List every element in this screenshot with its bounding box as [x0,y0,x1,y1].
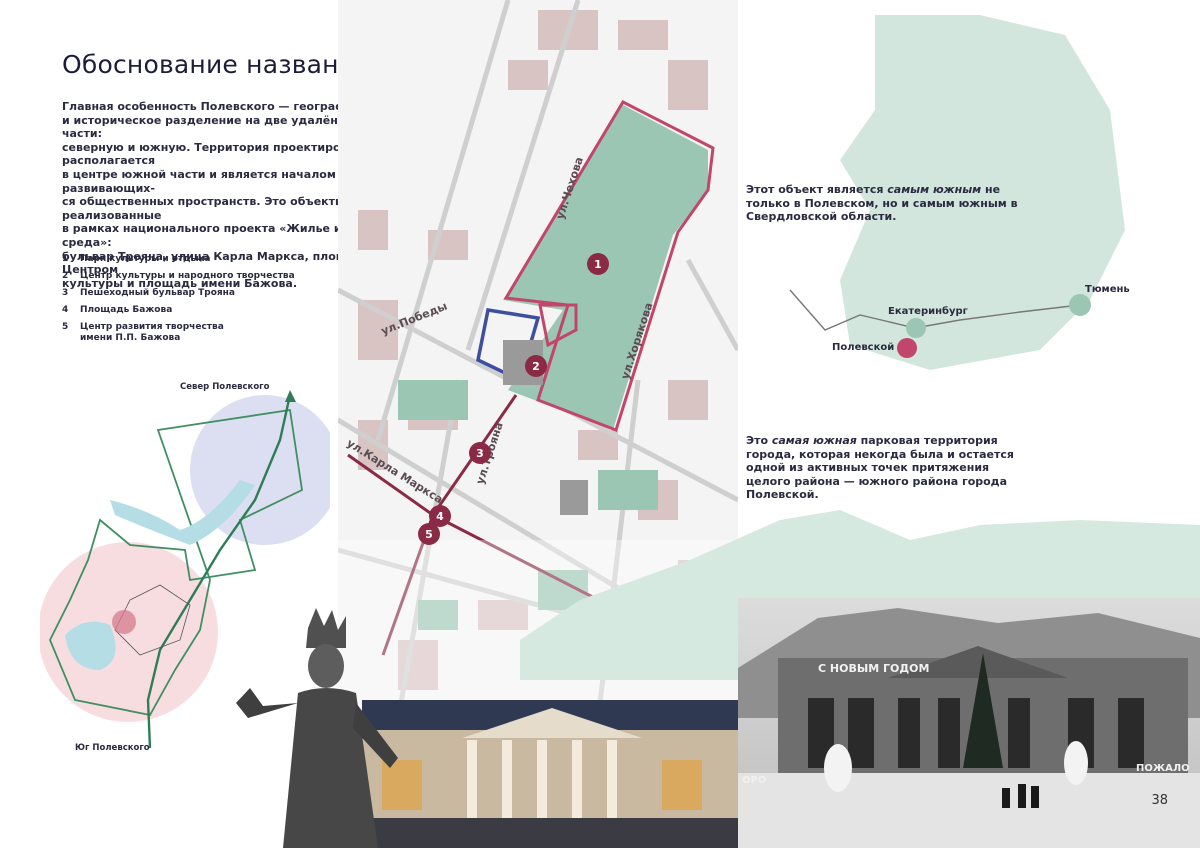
legend-item: 4 Площадь Бажова [62,305,295,316]
intro-line: ся общественных пространств. Это объекты… [62,195,375,222]
legend-item: 5 Центр развития творчества имени П.П. Ба… [62,322,295,344]
north-label: Север Полевского [180,382,270,392]
legend-num: 1 [62,254,69,264]
statue-crown [306,608,346,648]
photo-sign-left: ОРО [742,775,766,786]
city-overview-map [40,390,330,749]
lake [65,621,116,670]
legend-num: 5 [62,322,69,332]
south-label: Юг Полевского [75,743,150,753]
marker-1[interactable]: 1 [587,253,609,275]
ekaterinburg-dot [906,318,926,338]
statue-head [308,644,344,688]
park-text: Это самая южная парковая территория горо… [746,434,1016,502]
legend-num: 3 [62,288,69,298]
legend-item: 2 Центр культуры и народного творчества [62,271,295,282]
photo-sign-right: ПОЖАЛО [1136,763,1190,774]
legend-num: 2 [62,271,69,281]
polevskoy-label: Полевской [832,342,894,353]
svg-text:3: 3 [476,447,484,460]
photo-snow-figure [1064,741,1088,785]
statue-photo [236,608,398,848]
statue-arm [353,703,398,768]
svg-text:5: 5 [425,528,433,541]
legend: 1 Парк культуры и отдыха 2 Центр культуры … [62,254,295,350]
photo-lit-windows [382,760,702,810]
svg-text:4: 4 [436,510,444,523]
district-lines [114,584,191,656]
intro-line: в центре южной части и является началом … [62,167,394,195]
highway [146,394,292,749]
marker-4[interactable]: 4 [429,505,451,527]
statue-body [283,688,378,848]
intro-line: Главная особенность Полевского — географ… [62,100,398,113]
photo-sign: С НОВЫМ ГОДОМ [818,662,929,675]
legend-item: 3 Пешеходный бульвар Трояна [62,288,295,299]
arrow-north-icon [285,390,296,402]
oblast-shape [840,15,1125,370]
legend-label: Парк культуры и отдыха [80,254,211,264]
polevskoy-dot [897,338,917,358]
ekaterinburg-label: Екатеринбург [888,305,968,317]
marker-5[interactable]: 5 [418,523,440,545]
river [110,480,255,545]
legend-label: Пешеходный бульвар Трояна [80,288,235,298]
photo-snowman [824,744,852,792]
center-outline [538,303,578,348]
park-text-emphasis: самая южная [771,434,857,447]
park-outline [503,100,715,432]
page-number: 38 [1151,793,1168,808]
region-text: Этот объект является самым южным не толь… [746,183,1046,224]
legend-item: 1 Парк культуры и отдыха [62,254,295,265]
park-text-after: парковая территория города, которая неко… [746,434,1014,502]
legend-label: Центр развития творчества имени П.П. Баж… [80,322,224,343]
tyumen-dot [1069,294,1091,316]
region-text-emphasis: самым южным [887,183,982,196]
legend-num: 4 [62,305,69,315]
region-text-after: не только в Полевском, но и самым южным … [746,183,1018,224]
photo-roof [462,708,642,738]
intro-line: северную и южную. Территория проектирова… [62,140,378,168]
marker-2[interactable]: 2 [525,355,547,377]
region-text-before: Этот объект является [746,183,888,196]
intro-line: культуры и площадь имени Бажова. [62,276,298,290]
intro-line: в рамках национального проекта «Жилье и … [62,222,412,249]
statue-hand [236,688,298,718]
photo-windows [808,698,1144,768]
marker-3[interactable]: 3 [469,442,491,464]
building-gray [560,480,588,515]
project-site-marker [112,610,136,634]
legend-label: Центр культуры и народного творчества [80,271,295,281]
photo-tree [963,653,1003,768]
photo-people [1002,784,1039,808]
svg-text:2: 2 [532,360,540,373]
legend-label: Площадь Бажова [80,305,173,315]
photo-columns [467,740,617,830]
tyumen-label: Тюмень [1085,284,1130,295]
buildings [358,10,718,690]
photo-pediment [888,646,1068,678]
historic-photo: С НОВЫМ ГОДОМ ПОЖАЛО ОРО [738,598,1200,848]
photo-cars [362,818,738,848]
green-patches [398,380,658,630]
intro-line: бульвар Трояна, улица Карла Маркса, площ… [62,249,415,277]
region-map: Екатеринбург Тюмень Полевской [789,15,1130,370]
city-boundary [49,408,303,717]
park-text-before: Это [746,434,772,447]
culture-center-photo [362,700,738,848]
svg-text:1: 1 [594,258,602,271]
photo-snow [738,773,1200,848]
